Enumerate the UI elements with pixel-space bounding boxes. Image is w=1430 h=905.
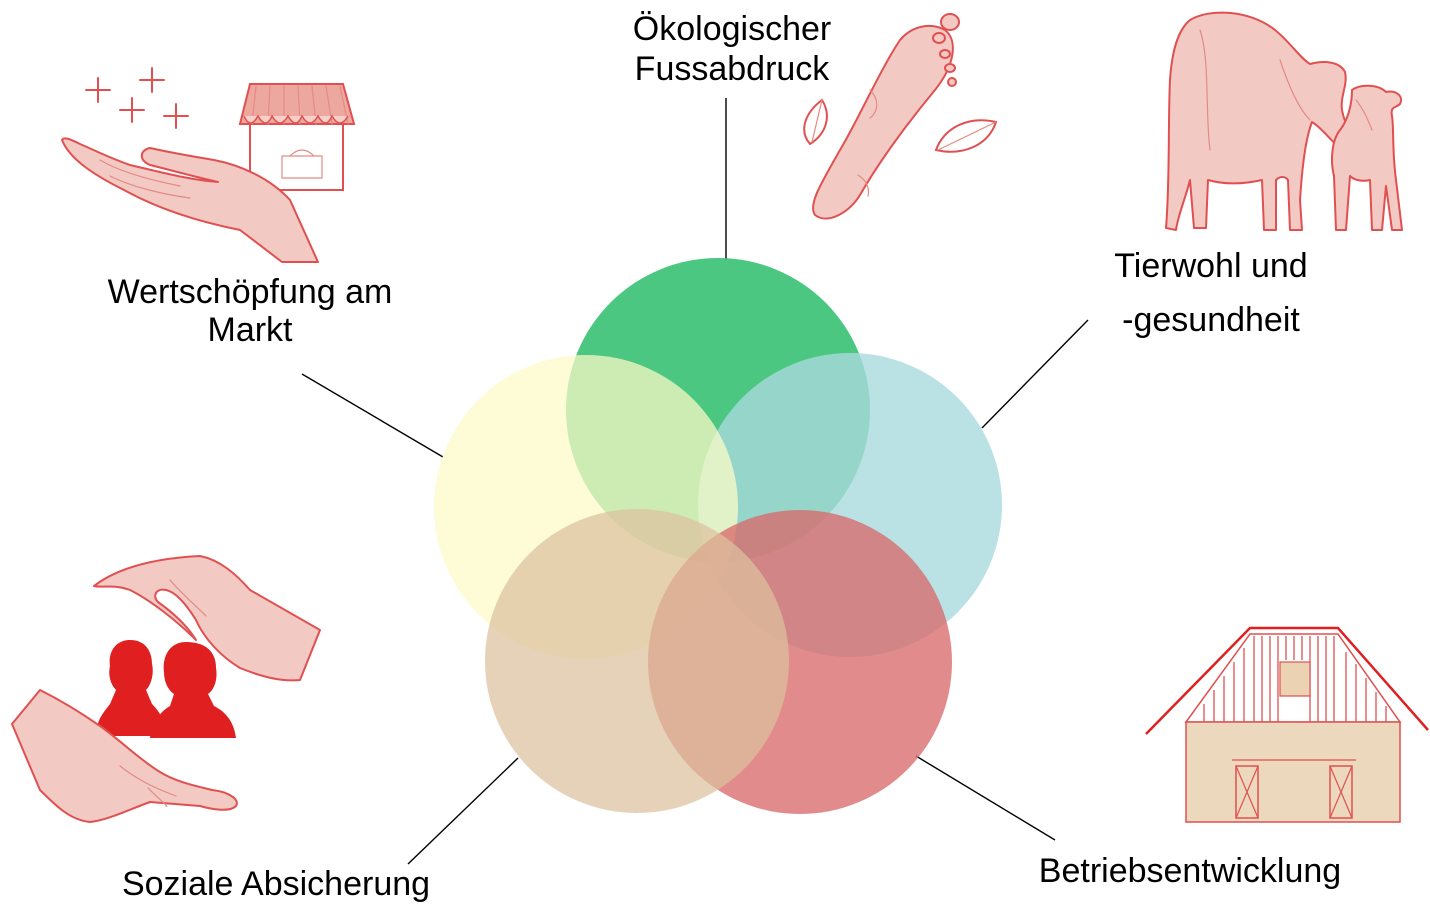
connector-soziale: [408, 758, 518, 864]
venn-circles: [434, 258, 1002, 814]
barn-icon: [1146, 628, 1428, 822]
protecting-hands-people-icon: [12, 556, 320, 822]
connector-tierwohl: [982, 320, 1088, 428]
footprint-leaves-icon: [804, 14, 996, 218]
hand-market-stall-icon: [62, 68, 354, 262]
label-wertschoepfung-2: Markt: [208, 311, 294, 349]
label-tierwohl-1: Tierwohl und: [1114, 247, 1307, 285]
label-oekologisch-1: Ökologischer: [633, 10, 831, 48]
label-betrieb: Betriebsentwicklung: [1039, 852, 1341, 890]
label-soziale: Soziale Absicherung: [122, 865, 430, 903]
people-icon: [96, 640, 236, 738]
label-wertschoepfung-1: Wertschöpfung am: [108, 273, 393, 311]
connector-wertschoepfung: [302, 374, 443, 457]
connector-betrieb: [916, 756, 1055, 840]
circle-soziale-absicherung: [485, 509, 789, 813]
cow-calf-icon: [1166, 13, 1402, 230]
label-tierwohl-2: -gesundheit: [1122, 301, 1300, 339]
label-oekologisch-2: Fussabdruck: [635, 50, 831, 88]
